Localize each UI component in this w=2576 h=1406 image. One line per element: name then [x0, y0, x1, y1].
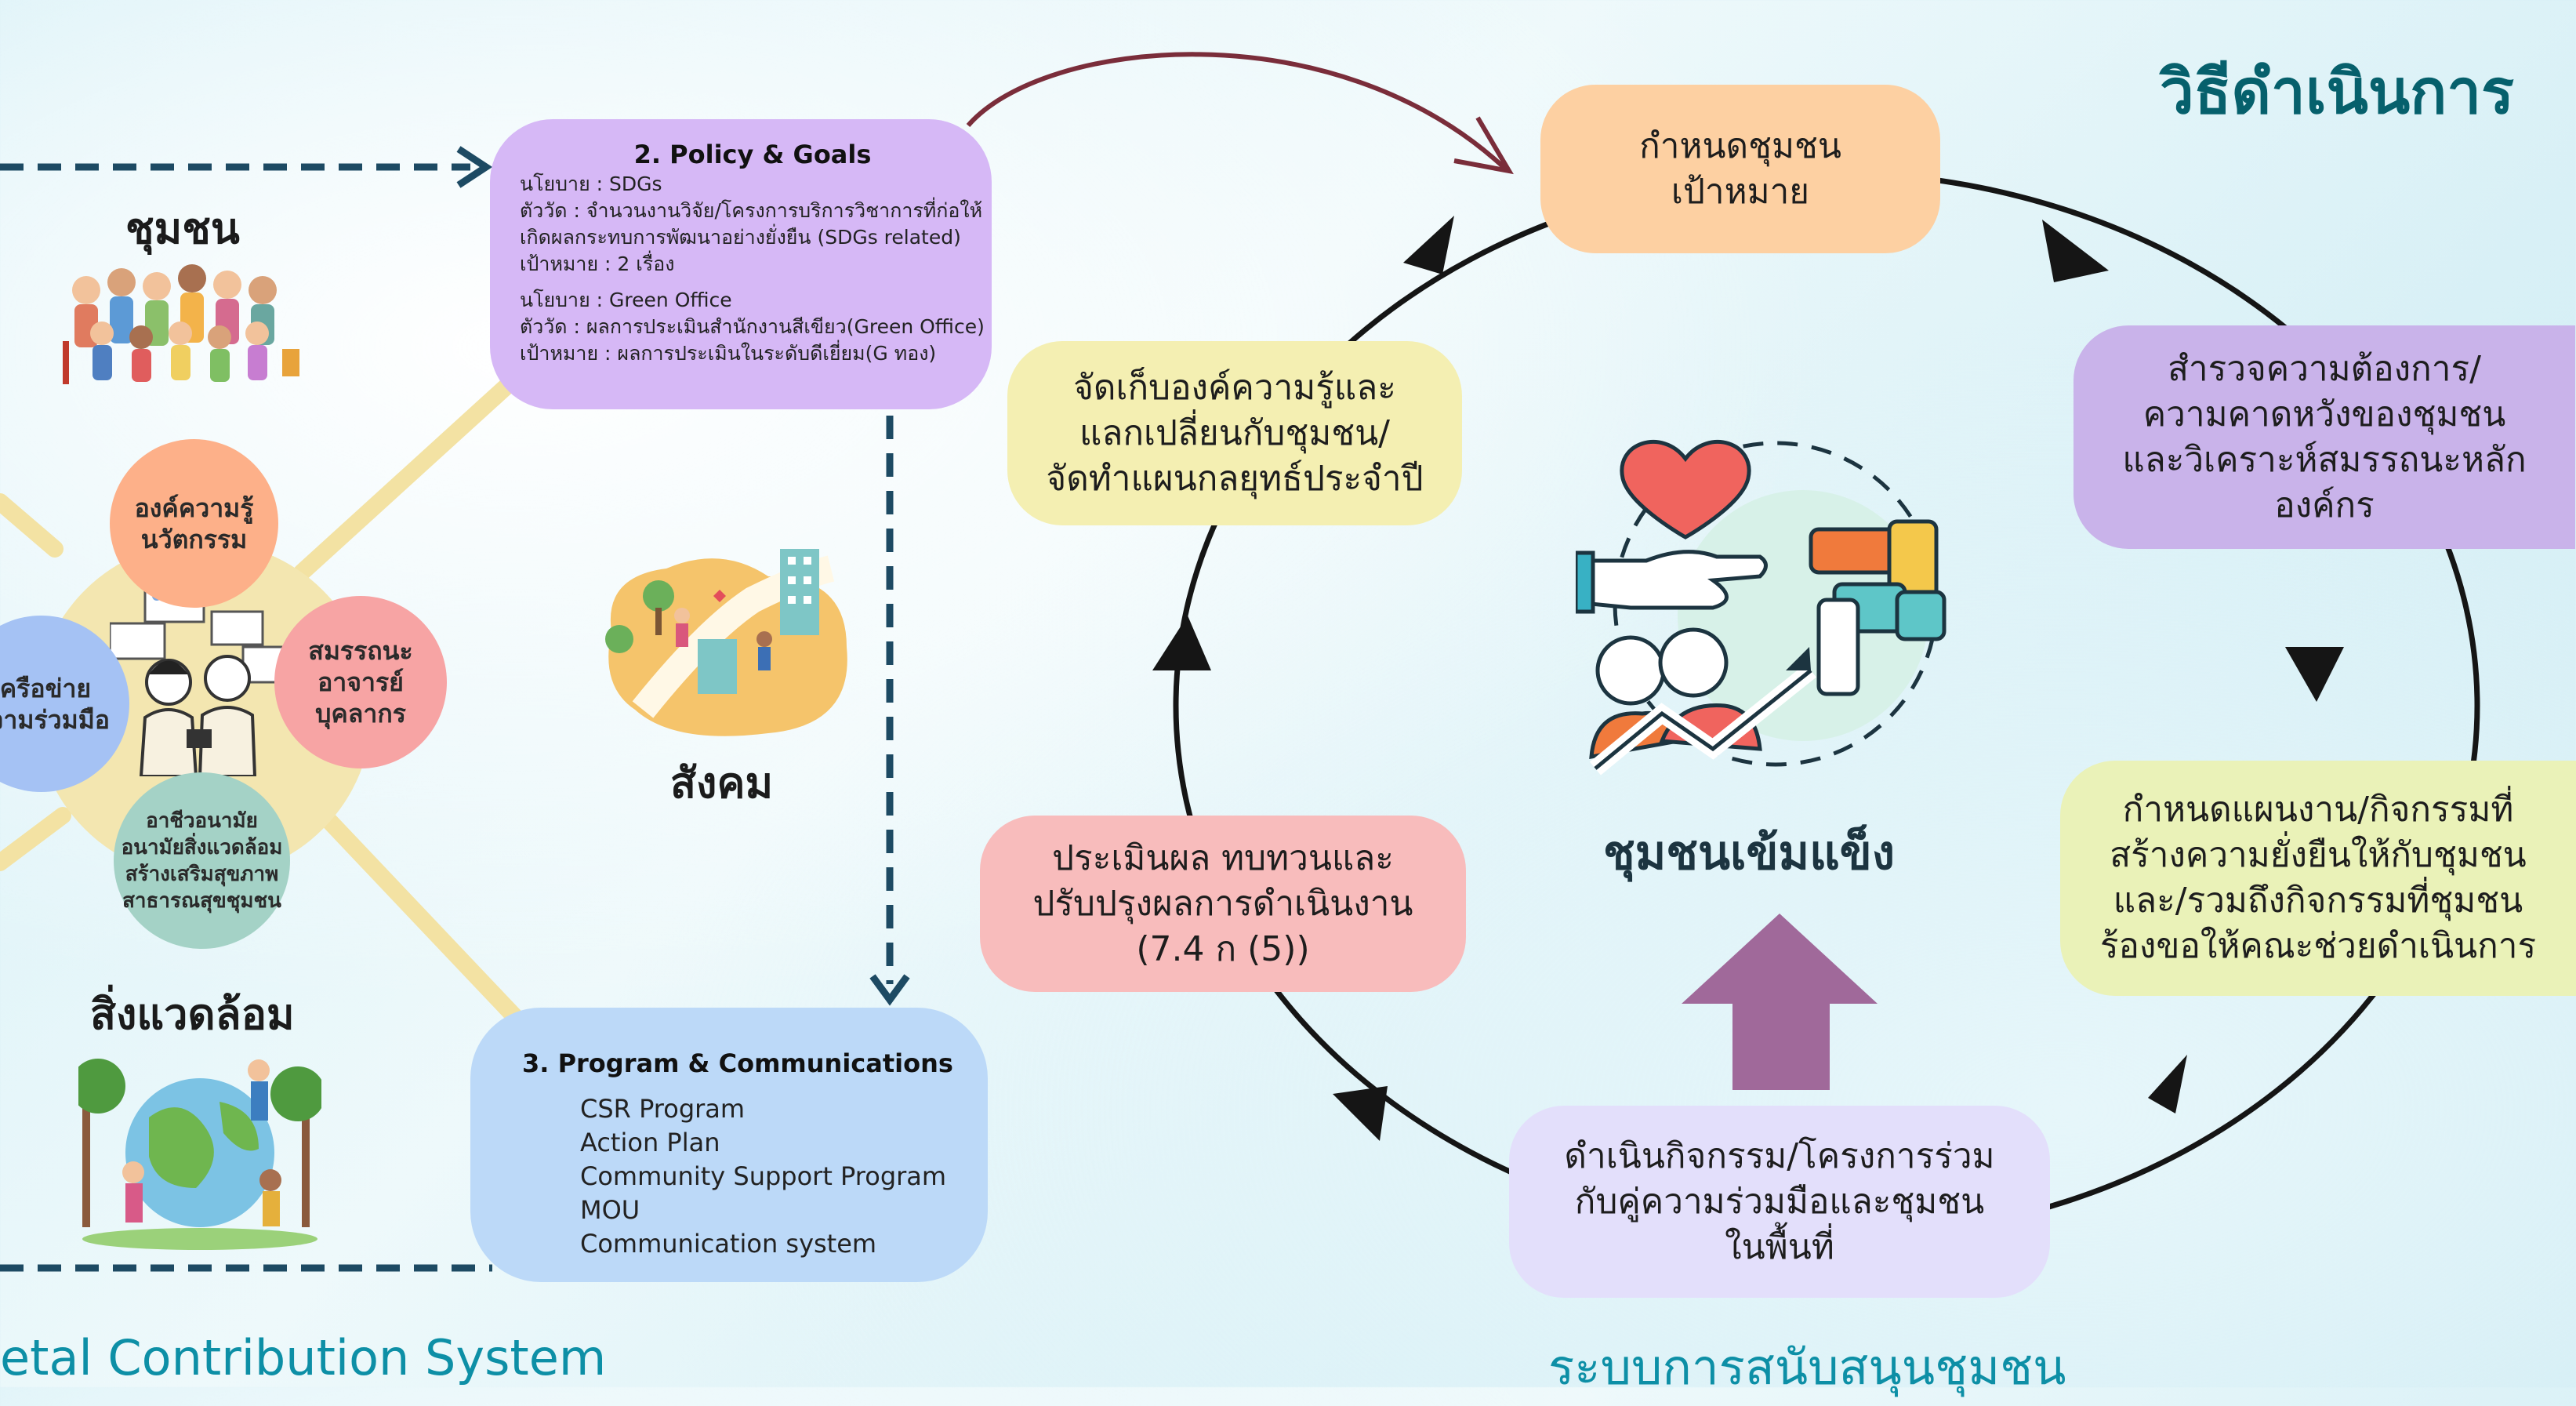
- circle-knowledge: องค์ความรู้ นวัตกรรม: [110, 439, 278, 608]
- step6-line-2: แลกเปลี่ยนกับชุมชน/: [1079, 412, 1390, 453]
- yellow-connectors: [0, 368, 526, 1028]
- step5-line-2: ปรับปรุงผลการดำเนินงาน: [1032, 883, 1413, 924]
- step3-line-4: ร้องขอให้คณะช่วยดำเนินการ: [2099, 926, 2537, 966]
- step6-line-3: จัดทำแผนกลยุทธ์ประจำปี: [1046, 458, 1424, 499]
- heart-hands-icon: [1576, 439, 1947, 776]
- environment-label: สิ่งแวดล้อม: [90, 990, 295, 1039]
- up-arrow-icon: [1682, 914, 1878, 1090]
- step1-line-1: กำหนดชุมชน: [1639, 125, 1841, 166]
- cycle-step-plan-activities: กำหนดแผนงาน/กิจกรรมที่ สร้างความยั่งยืนใ…: [2060, 761, 2576, 996]
- step6-line-1: จัดเก็บองค์ความรู้และ: [1073, 367, 1396, 408]
- circle-competency-line-3: บุคลากร: [315, 699, 406, 728]
- circle-network-line-2: ความร่วมมือ: [0, 704, 110, 735]
- policy-line-1: นโยบาย : SDGs: [520, 173, 662, 195]
- step2-line-2: ความคาดหวังของชุมชน: [2142, 394, 2506, 434]
- cycle-arrowheads: [1152, 216, 2344, 1141]
- program-title: 3. Program & Communications: [522, 1048, 953, 1078]
- circle-health-line-3: สร้างเสริมสุขภาพ: [125, 862, 279, 886]
- step2-line-1: สำรวจความต้องการ/: [2168, 348, 2481, 389]
- program-communications-box: 3. Program & Communications CSR Program …: [470, 1008, 988, 1282]
- circle-knowledge-line-1: องค์ความรู้: [134, 492, 254, 523]
- bottom-label-left: etal Contribution System: [0, 1329, 607, 1386]
- center-label: ชุมชนเข้มแข็ง: [1603, 826, 1896, 881]
- page-title: วิธีดำเนินการ: [2160, 57, 2515, 128]
- program-list: CSR Program Action Plan Community Suppor…: [580, 1092, 964, 1261]
- circle-health-line-1: อาชีวอนามัย: [146, 808, 258, 833]
- circle-knowledge-line-2: นวัตกรรม: [140, 524, 248, 554]
- program-item-4: MOU: [580, 1195, 640, 1225]
- circle-health-line-2: อนามัยสิ่งแวดล้อม: [121, 835, 283, 859]
- circle-competency: สมรรถนะ อาจารย์ บุคลากร: [274, 596, 447, 768]
- cycle-step-implement: ดำเนินกิจกรรม/โครงการร่วม กับคู่ความร่วม…: [1509, 1106, 2050, 1298]
- circle-network-line-1: เครือข่าย: [0, 673, 92, 703]
- cycle-step-survey-needs: สำรวจความต้องการ/ ความคาดหวังของชุมชน แล…: [2073, 325, 2575, 549]
- step5-line-1: ประเมินผล ทบทวนและ: [1052, 837, 1394, 878]
- environment-illustration: [78, 1059, 321, 1250]
- step3-line-3: และ/รวมถึงกิจกรรมที่ชุมชน: [2113, 881, 2523, 921]
- policy-title: 2. Policy & Goals: [633, 140, 872, 169]
- society-label: สังคม: [670, 758, 774, 808]
- curved-arrow: [966, 52, 1508, 171]
- circle-competency-line-1: สมรรถนะ: [308, 636, 413, 666]
- community-label: ชุมชน: [125, 204, 240, 253]
- dash-arrow-head-right: [456, 146, 493, 188]
- bottom-label-right: ระบบการสนับสนุนชุมชน: [1548, 1339, 2066, 1396]
- program-item-1: CSR Program: [580, 1094, 746, 1124]
- step3-line-1: กำหนดแผนงาน/กิจกรรมที่: [2122, 790, 2514, 830]
- step4-line-3: ในพื้นที่: [1725, 1226, 1834, 1267]
- dashed-arrows: [0, 163, 894, 1272]
- circle-health: อาชีวอนามัย อนามัยสิ่งแวดล้อม สร้างเสริม…: [114, 772, 290, 949]
- step3-line-2: สร้างความยั่งยืนให้กับชุมชน: [2110, 835, 2527, 875]
- program-item-3: Community Support Program: [580, 1161, 947, 1191]
- policy-lines: นโยบาย : SDGs ตัววัด : จำนวนงานวิจัย/โคร…: [520, 171, 985, 367]
- step2-line-3: และวิเคราะห์สมรรถนะหลัก: [2122, 439, 2527, 480]
- circle-competency-line-2: อาจารย์: [317, 667, 404, 697]
- society-illustration: [605, 549, 847, 736]
- collaboration-illustration: [110, 583, 296, 776]
- cycle-step-knowledge: จัดเก็บองค์ความรู้และ แลกเปลี่ยนกับชุมชน…: [1007, 341, 1462, 525]
- dash-arrow-head-down: [869, 974, 910, 1006]
- circle-health-line-4: สาธารณสุขชุมชน: [122, 888, 281, 913]
- policy-line-6: ตัววัด : ผลการประเมินสำนักงานสีเขียว(Gre…: [520, 315, 985, 338]
- step1-line-2: เป้าหมาย: [1671, 171, 1810, 212]
- program-item-5: Communication system: [580, 1229, 877, 1259]
- program-item-2: Action Plan: [580, 1128, 720, 1157]
- step5-line-3: (7.4 ก (5)): [1136, 928, 1310, 969]
- policy-line-7: เป้าหมาย : ผลการประเมินในระดับดีเยี่ยม(G…: [520, 342, 937, 365]
- policy-line-3: เกิดผลกระทบการพัฒนาอย่างยั่งยืน (SDGs re…: [520, 226, 961, 249]
- curved-arrow-head: [1453, 116, 1514, 175]
- policy-goals-box: 2. Policy & Goals นโยบาย : SDGs ตัววัด :…: [490, 119, 992, 409]
- policy-line-5: นโยบาย : Green Office: [520, 289, 732, 311]
- step4-line-2: กับคู่ความร่วมมือและชุมชน: [1574, 1181, 1985, 1222]
- cycle-step-evaluate: ประเมินผล ทบทวนและ ปรับปรุงผลการดำเนินงา…: [980, 816, 1466, 992]
- policy-line-4: เป้าหมาย : 2 เรื่อง: [520, 252, 675, 275]
- cycle-step-define-community: กำหนดชุมชน เป้าหมาย: [1540, 85, 1940, 253]
- step4-line-1: ดำเนินกิจกรรม/โครงการร่วม: [1564, 1135, 1995, 1176]
- step2-line-4: องค์กร: [2274, 485, 2375, 525]
- policy-line-2: ตัววัด : จำนวนงานวิจัย/โครงการบริการวิชา…: [520, 199, 983, 222]
- community-illustration: [63, 264, 299, 384]
